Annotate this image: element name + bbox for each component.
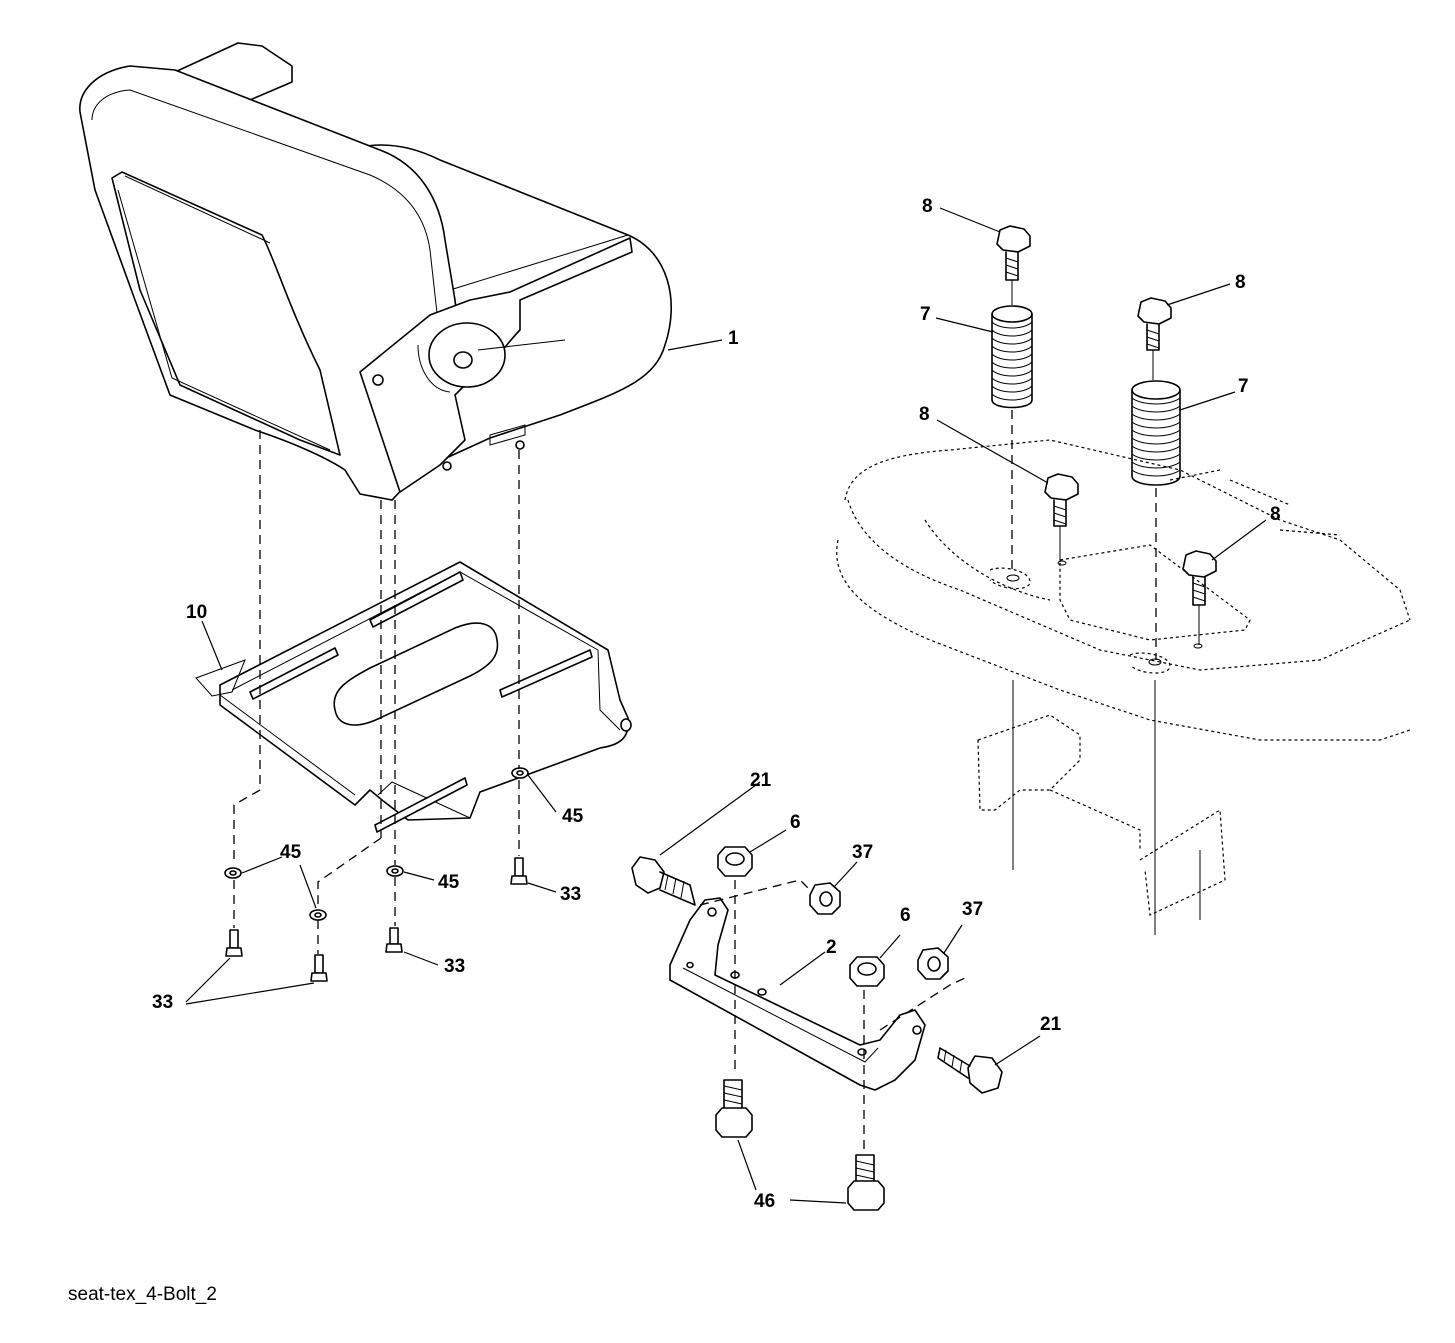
- seat-bracket: [631, 846, 1003, 1211]
- callout-10: 10: [186, 602, 207, 623]
- callout-45-a: 45: [562, 806, 584, 827]
- springs-and-bolts: [991, 225, 1217, 935]
- callout-37-b: 37: [962, 899, 983, 920]
- callout-46: 46: [754, 1191, 775, 1212]
- figure-caption: seat-tex_4-Bolt_2: [68, 1284, 217, 1305]
- leader-lines: [185, 207, 1267, 1204]
- callout-2: 2: [826, 937, 837, 958]
- callout-33-c: 33: [152, 992, 173, 1013]
- callout-7-b: 7: [1238, 376, 1249, 397]
- callout-45-c: 45: [438, 872, 460, 893]
- seat-pan: [195, 561, 632, 833]
- callout-8-a: 8: [922, 196, 933, 217]
- seat: [79, 42, 672, 501]
- callout-labels: 1 10 8 8 7 7 8 8 21 6 37 6 37 2 21 46 45…: [152, 196, 1281, 1212]
- seat-pan-hardware: [224, 430, 529, 982]
- callout-45-b: 45: [280, 842, 302, 863]
- callout-21-a: 21: [750, 770, 772, 791]
- callout-6-a: 6: [790, 812, 801, 833]
- callout-1: 1: [728, 328, 739, 349]
- callout-33-a: 33: [560, 884, 581, 905]
- callout-6-b: 6: [900, 905, 911, 926]
- callout-8-c: 8: [919, 404, 930, 425]
- callout-21-b: 21: [1040, 1014, 1062, 1035]
- callout-33-b: 33: [444, 956, 465, 977]
- mounting-deck: [836, 439, 1411, 916]
- callout-8-b: 8: [1235, 272, 1246, 293]
- callout-8-d: 8: [1270, 504, 1281, 525]
- callout-7-a: 7: [920, 304, 931, 325]
- callout-37-a: 37: [852, 842, 873, 863]
